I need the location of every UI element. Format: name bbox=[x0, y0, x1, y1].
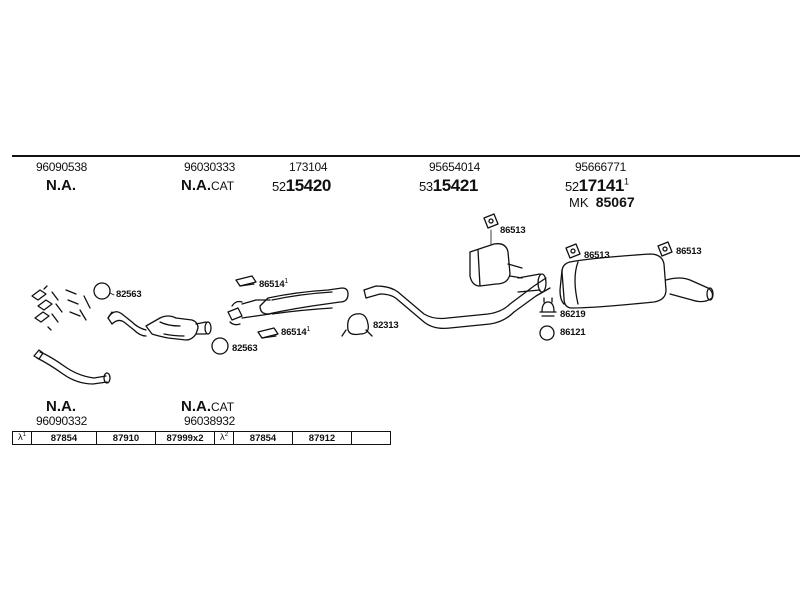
lambda-cell: 87910 bbox=[96, 431, 156, 445]
lambda-cell: 87999x2 bbox=[155, 431, 215, 445]
gasket-ring-icon bbox=[93, 282, 111, 300]
clamp-icon bbox=[257, 327, 279, 339]
manifold-studs-icon bbox=[31, 285, 91, 331]
ring-clamp-icon bbox=[341, 313, 373, 337]
middle-pipe-icon bbox=[363, 273, 551, 330]
footer-right-code: 96038932 bbox=[184, 414, 235, 428]
lambda-symbol-2: λ2 bbox=[214, 431, 234, 445]
part-86513-rear-left: 86513 bbox=[584, 250, 610, 261]
seal-ring-icon bbox=[539, 325, 555, 341]
resonator-icon bbox=[469, 243, 523, 287]
col5-mk-number: MK 85067 bbox=[569, 194, 635, 210]
part-82563-upper: 82563 bbox=[116, 289, 142, 300]
lambda-cell: 87912 bbox=[292, 431, 352, 445]
col4-part-number: 5315421 bbox=[419, 176, 478, 195]
col4-code: 95654014 bbox=[429, 160, 480, 174]
intermediate-pipe-icon bbox=[227, 287, 349, 326]
part-86513-rear-right: 86513 bbox=[676, 246, 702, 257]
col2-name: N.A.CAT bbox=[181, 177, 235, 194]
part-86514-upper: 865141 bbox=[259, 278, 289, 291]
lambda-table: λ1 87854 87910 87999x2 λ2 87854 87912 bbox=[12, 431, 391, 445]
col3-code: 173104 bbox=[289, 160, 328, 174]
footer-left-code: 96090332 bbox=[36, 414, 87, 428]
part-82563-lower: 82563 bbox=[232, 343, 258, 354]
footer-left-name: N.A. bbox=[46, 398, 76, 415]
col1-code: 96090538 bbox=[36, 160, 87, 174]
lambda-cell bbox=[351, 431, 391, 445]
lambda-cell: 87854 bbox=[233, 431, 293, 445]
lambda-symbol-1: λ1 bbox=[12, 431, 32, 445]
rear-muffler-icon bbox=[559, 253, 714, 309]
footer-right-name: N.A.CAT bbox=[181, 398, 235, 415]
col1-name: N.A. bbox=[46, 177, 76, 194]
part-86514-lower: 865141 bbox=[281, 326, 311, 339]
catalytic-converter-icon bbox=[107, 311, 212, 341]
part-86121: 86121 bbox=[560, 327, 586, 338]
lambda-table-row: λ1 87854 87910 87999x2 λ2 87854 87912 bbox=[12, 431, 391, 445]
part-86513-middle: 86513 bbox=[500, 225, 526, 236]
rubber-hanger-icon bbox=[565, 243, 581, 259]
clamp-icon bbox=[235, 275, 257, 287]
col3-part-number: 5215420 bbox=[272, 176, 331, 195]
down-pipe-icon bbox=[33, 349, 111, 385]
rubber-hanger-icon bbox=[657, 241, 673, 257]
col2-code: 96030333 bbox=[184, 160, 235, 174]
col5-code: 95666771 bbox=[575, 160, 626, 174]
part-82313: 82313 bbox=[373, 320, 399, 331]
rubber-hanger-icon bbox=[483, 213, 499, 245]
part-86219: 86219 bbox=[560, 309, 586, 320]
lambda-cell: 87854 bbox=[31, 431, 97, 445]
gasket-ring-icon bbox=[211, 337, 229, 355]
header-rule bbox=[12, 155, 800, 157]
u-clamp-icon bbox=[539, 297, 557, 317]
col5-part-number: 52171411 bbox=[565, 176, 629, 195]
